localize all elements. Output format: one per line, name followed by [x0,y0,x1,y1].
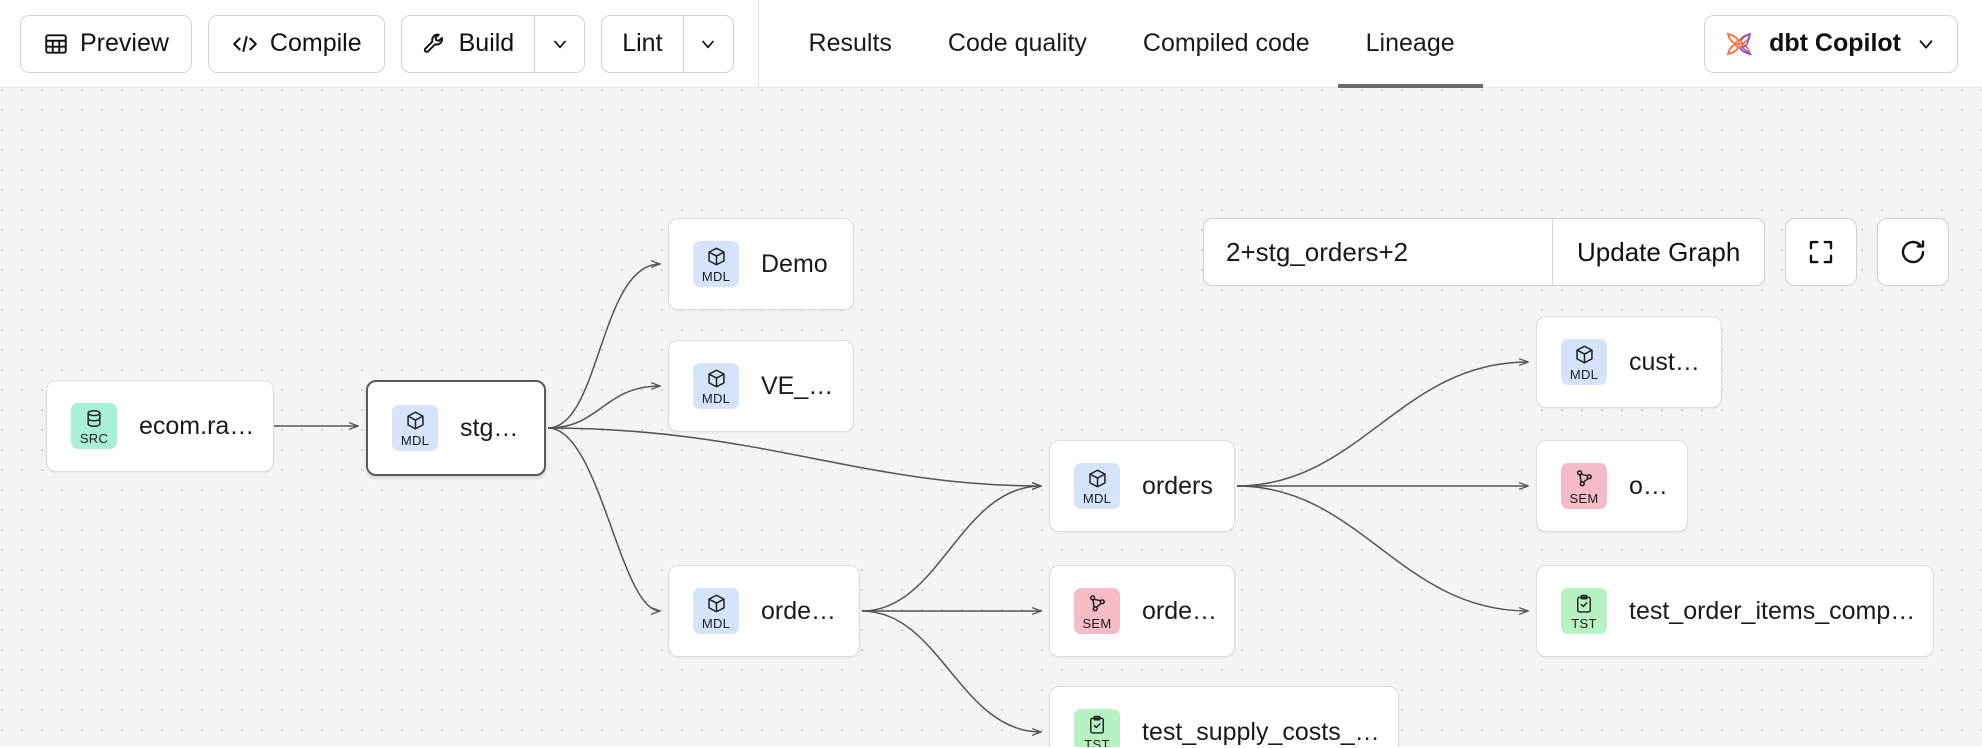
build-button-group: Build [400,14,586,73]
lineage-node-orders_sem[interactable]: SEM orders [1536,440,1688,532]
clipboard-check-icon [1574,593,1594,615]
lineage-node-order_items[interactable]: MDL order_items [668,565,860,657]
tab-lineage[interactable]: Lineage [1337,0,1483,88]
cube-icon [706,246,727,268]
node-type-badge: SEM [1074,588,1120,634]
tab-compiled-code-label: Compiled code [1142,29,1310,57]
tab-lineage-label: Lineage [1365,29,1455,57]
action-buttons-group: Preview Compile Build [0,0,734,87]
lineage-node-orders_mdl[interactable]: MDL orders [1049,440,1235,532]
lineage-node-customers[interactable]: MDL customers [1536,316,1722,408]
update-graph-button[interactable]: Update Graph [1552,219,1765,285]
node-label: orders [1142,471,1213,500]
graph-controls: Update Graph [1203,218,1950,286]
compile-button[interactable]: Compile [207,14,385,73]
fullscreen-button[interactable] [1785,218,1858,286]
node-type-label: MDL [701,390,731,406]
lineage-node-ecom_raw_orders[interactable]: SRC ecom.raw_orders [46,380,274,472]
node-label: customers [1629,347,1721,376]
build-dropdown-toggle[interactable] [534,15,584,72]
toolbar-divider [757,0,759,88]
node-label: ecom.raw_orders [139,411,273,440]
tab-code-quality-label: Code quality [947,29,1087,57]
node-type-label: MDL [1082,490,1112,506]
node-type-badge: MDL [693,241,739,287]
update-graph-label: Update Graph [1577,236,1741,267]
wrench-icon [422,31,448,57]
lint-dropdown-toggle[interactable] [682,15,733,72]
chevron-down-icon [550,34,570,54]
lineage-node-ve_demo[interactable]: MDL VE_Demo [668,340,854,432]
preview-button[interactable]: Preview [20,14,192,73]
compile-button-label: Compile [269,29,362,57]
preview-button-label: Preview [80,29,169,57]
node-type-badge: MDL [693,588,739,634]
refresh-icon [1898,237,1928,267]
lineage-node-stg_orders[interactable]: MDL stg_orders [366,380,546,476]
lineage-node-demo[interactable]: MDL Demo [668,218,854,310]
refresh-button[interactable] [1877,218,1950,286]
node-type-label: SRC [79,430,109,446]
node-label: test_order_items_compute_to_bools_c… [1629,596,1933,625]
tab-results-label: Results [808,29,892,57]
tab-bar: Results Code quality Compiled code Linea… [759,0,1483,88]
node-type-label: MDL [701,615,731,631]
dbt-copilot-logo-icon [1723,28,1755,60]
node-label: VE_Demo [761,371,853,400]
lineage-canvas[interactable]: Update Graph SRCecom.raw_ordersMDLstg_or… [0,88,1982,747]
build-button[interactable]: Build [402,16,535,72]
cube-icon [1574,344,1595,366]
node-type-label: MDL [1569,366,1599,382]
node-type-badge: MDL [693,363,739,409]
lineage-node-order_item_sem[interactable]: SEM order_item [1049,565,1235,657]
lineage-node-test_order_items[interactable]: TST test_order_items_compute_to_bools_c… [1536,565,1934,657]
table-icon [43,31,69,57]
tab-results[interactable]: Results [781,0,920,88]
cube-icon [706,593,727,615]
semantic-graph-icon [1573,468,1595,490]
chevron-down-icon [1915,33,1937,55]
node-type-label: SEM [1569,490,1599,506]
node-type-badge: MDL [392,405,438,451]
code-brackets-icon [231,31,259,57]
toolbar-right-group: dbt Copilot [1704,14,1982,73]
clipboard-check-icon [1087,714,1107,736]
database-icon [84,408,104,430]
build-button-label: Build [458,29,515,57]
semantic-graph-icon [1086,593,1108,615]
node-label: Demo [761,249,828,278]
fullscreen-icon [1806,237,1836,267]
node-type-label: MDL [701,268,731,284]
node-type-badge: TST [1074,709,1120,747]
node-label: orders [1629,471,1687,500]
cube-icon [405,410,426,432]
node-selector-group: Update Graph [1203,218,1766,286]
node-selector-input[interactable] [1204,219,1552,285]
dbt-copilot-button[interactable]: dbt Copilot [1704,14,1958,73]
node-type-label: TST [1571,615,1597,631]
node-type-badge: MDL [1561,339,1607,385]
node-label: test_supply_costs_sum_correctly [1142,717,1398,746]
node-label: stg_orders [460,413,544,442]
node-type-label: SEM [1082,615,1112,631]
node-type-badge: MDL [1074,463,1120,509]
node-type-label: TST [1084,736,1110,748]
tab-compiled-code[interactable]: Compiled code [1115,0,1338,88]
cube-icon [1087,468,1108,490]
chevron-down-icon [698,34,718,54]
lint-button-group: Lint [601,14,734,73]
tab-code-quality[interactable]: Code quality [920,0,1115,88]
top-toolbar: Preview Compile Build [0,0,1982,88]
cube-icon [706,368,727,390]
node-type-label: MDL [400,432,430,448]
dbt-copilot-label: dbt Copilot [1769,29,1901,57]
node-type-badge: TST [1561,588,1607,634]
node-label: order_item [1142,596,1234,625]
lineage-node-test_supply_costs[interactable]: TST test_supply_costs_sum_correctly [1049,686,1399,747]
node-type-badge: SRC [71,403,117,449]
lint-button-label: Lint [622,29,663,57]
node-type-badge: SEM [1561,463,1607,509]
lint-button[interactable]: Lint [602,16,682,72]
node-label: order_items [761,596,859,625]
